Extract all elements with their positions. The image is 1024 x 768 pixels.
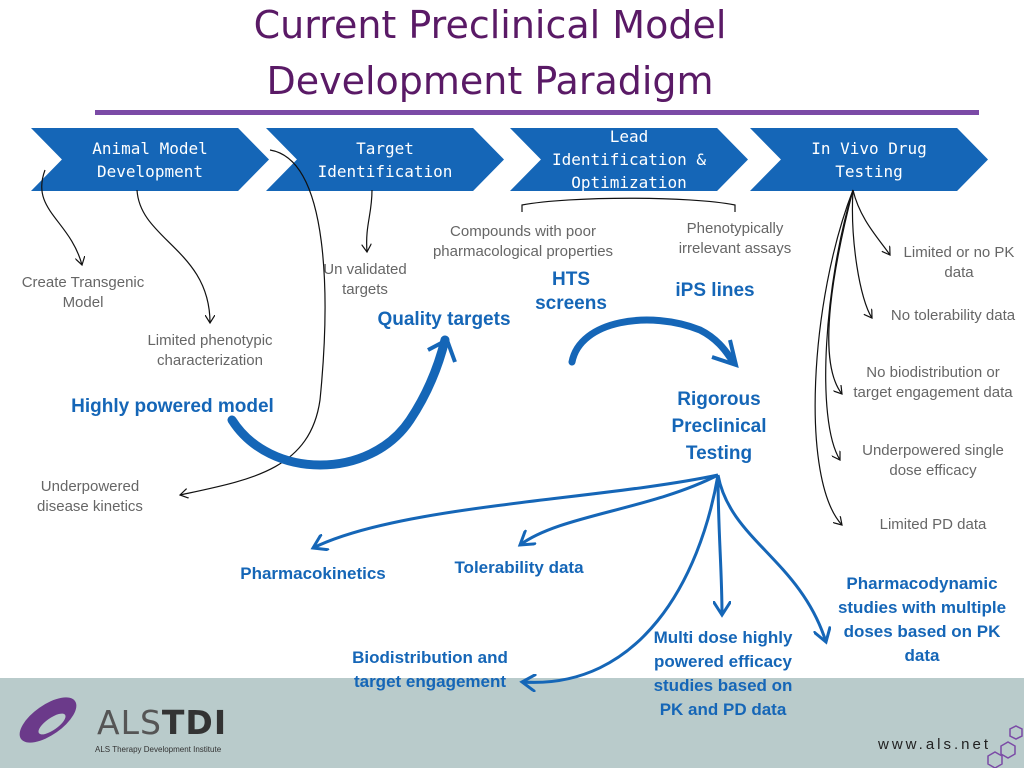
- connector-limited-pk: [852, 189, 890, 255]
- stage-animal-model: Animal Model Development: [31, 128, 269, 191]
- alstdi-logo-text: ALSTDI: [97, 703, 227, 742]
- issue-underpowered-single: Underpowered single dose efficacy: [862, 442, 1004, 479]
- issue-phenotypically-irrelevant: Phenotypically irrelevant assays: [678, 220, 792, 257]
- solution-tolerability-data: Tolerability data: [454, 558, 584, 577]
- connector-limited-phenotypic: [136, 189, 210, 323]
- stage-label: In Vivo Drug Testing: [811, 138, 927, 181]
- arrow-pharmacokinetics: [313, 473, 719, 548]
- issue-no-tolerability: No tolerability data: [890, 307, 1016, 324]
- solution-multi-dose: Multi dose highly powered efficacy studi…: [653, 628, 793, 719]
- page-title-line1: Current Preclinical Model: [253, 3, 727, 47]
- solution-pharmacokinetics: Pharmacokinetics: [240, 564, 386, 583]
- connector-no-tolerability: [851, 189, 872, 318]
- connector-underpowered-single: [825, 189, 854, 460]
- stage-label: Target Identification: [317, 138, 453, 181]
- logo-bold: TDI: [161, 703, 228, 742]
- issue-create-transgenic: Create Transgenic Model: [21, 274, 145, 311]
- stage-label: Animal Model Development: [92, 138, 208, 181]
- solution-hts-screens: HTS screens: [535, 269, 607, 314]
- arrow-tolerability: [520, 473, 719, 545]
- solution-biodistribution: Biodistribution and target engagement: [352, 648, 508, 691]
- issue-compounds-poor: Compounds with poor pharmacological prop…: [432, 223, 614, 260]
- title-divider: [95, 110, 979, 115]
- arrow-model-to-targets-head: [427, 337, 457, 363]
- connector-unvalidated: [367, 189, 373, 252]
- stage-lead-identification: Lead Identification & Optimization: [510, 128, 748, 191]
- arrow-hts-to-rigorous-head: [711, 339, 739, 369]
- alstdi-logo-mark: [19, 697, 77, 743]
- alstdi-logo-subtitle: ALS Therapy Development Institute: [95, 745, 222, 754]
- issue-no-biodistribution: No biodistribution or target engagement …: [853, 364, 1013, 401]
- arrow-hts-to-rigorous: [568, 316, 736, 366]
- solution-rigorous-testing: Rigorous Preclinical Testing: [671, 389, 767, 464]
- solution-ips-lines: iPS lines: [675, 280, 755, 301]
- page-title-line2: Development Paradigm: [266, 59, 714, 103]
- solution-pharmacodynamic: Pharmacodynamic studies with multiple do…: [837, 574, 1007, 665]
- issue-unvalidated-targets: Un validated targets: [323, 261, 407, 298]
- issue-limited-pk: Limited or no PK data: [903, 244, 1015, 281]
- arrow-pharmacodynamic: [716, 474, 826, 642]
- footer-url[interactable]: www.als.net: [878, 736, 992, 753]
- molecule-icon: [987, 725, 1023, 768]
- solution-highly-powered-model: Highly powered model: [71, 396, 274, 417]
- footer-band: [0, 678, 1024, 768]
- connector-lead-bracket: [521, 197, 736, 212]
- issue-limited-phenotypic: Limited phenotypic characterization: [147, 332, 273, 369]
- connector-limited-pd: [814, 189, 854, 525]
- connector-underpowered-kinetics: [180, 149, 326, 495]
- issue-underpowered-kinetics: Underpowered disease kinetics: [37, 478, 143, 515]
- stage-label: Lead Identification & Optimization: [551, 127, 707, 192]
- arrow-biodistribution: [522, 474, 720, 682]
- stage-in-vivo-testing: In Vivo Drug Testing: [750, 128, 988, 191]
- arrow-multi-dose: [718, 474, 722, 615]
- logo-prefix: ALS: [97, 703, 162, 742]
- issue-limited-pd: Limited PD data: [879, 516, 987, 533]
- connector-create-transgenic: [41, 169, 82, 265]
- connector-no-biodistribution: [828, 189, 854, 394]
- arrow-model-to-targets: [227, 335, 450, 470]
- solution-quality-targets: Quality targets: [377, 309, 511, 330]
